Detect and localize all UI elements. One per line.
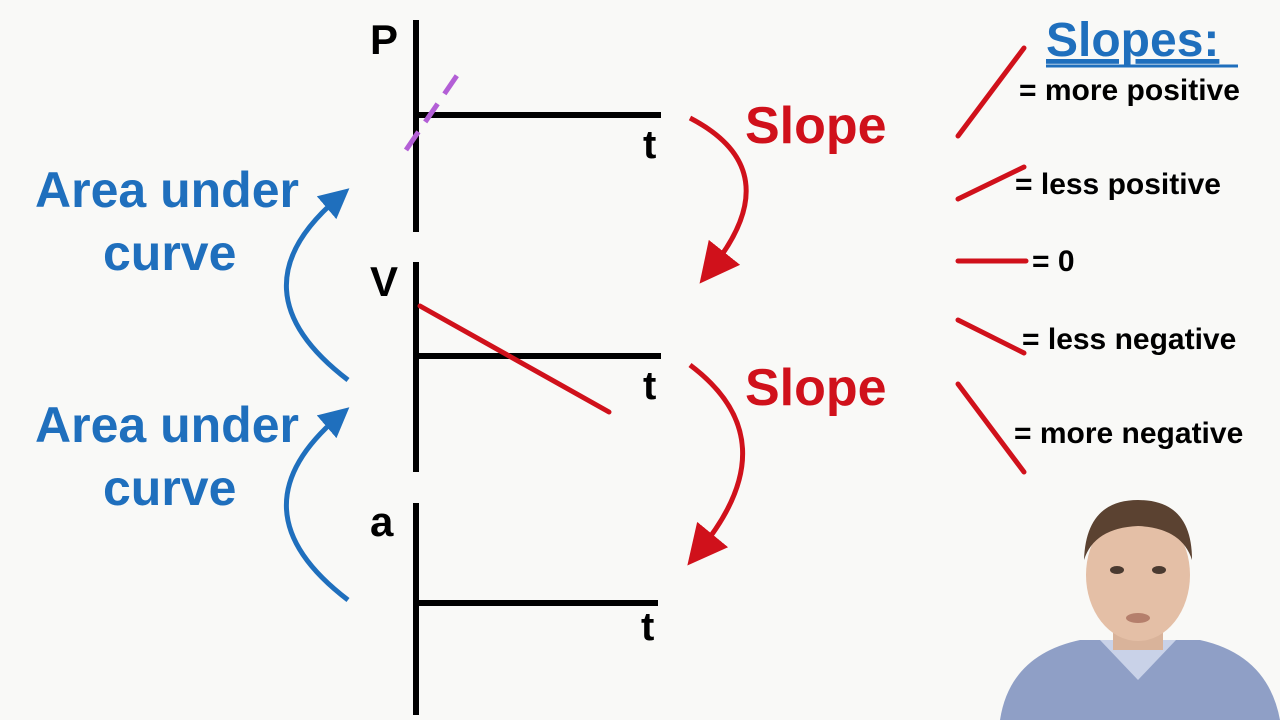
tangent-line <box>403 72 461 152</box>
legend-item: = more positive <box>955 45 1240 139</box>
velocity-y-label: V <box>370 258 398 305</box>
acceleration-x-label: t <box>641 605 654 649</box>
velocity-line <box>417 303 612 415</box>
area-arrow-acceleration-to-velocity: Area under curve <box>35 397 350 602</box>
acceleration-graph: a t <box>370 498 658 715</box>
area-label-line2: curve <box>103 460 236 516</box>
position-graph: P t <box>370 16 661 232</box>
legend-item: = more negative <box>955 381 1243 475</box>
velocity-x-label: t <box>643 364 656 408</box>
steep-up-slope-icon <box>955 45 1027 139</box>
position-y-label: P <box>370 16 398 63</box>
presenter-face <box>1086 509 1190 641</box>
presenter-eye <box>1110 566 1124 574</box>
blue-curved-arrow-icon <box>284 407 350 602</box>
legend-item-label: = more positive <box>1019 74 1240 107</box>
presenter-mouth <box>1126 613 1150 623</box>
slope-label: Slope <box>745 359 887 417</box>
area-label-line1: Area under <box>35 162 299 218</box>
legend-item: = 0 <box>955 245 1075 278</box>
presenter-shirt <box>1000 640 1280 720</box>
steep-down-slope-icon <box>955 381 1027 475</box>
slope-label: Slope <box>745 97 887 155</box>
velocity-graph: V t <box>370 258 661 472</box>
presenter-hair <box>1084 500 1192 560</box>
area-arrow-velocity-to-position: Area under curve <box>35 162 350 382</box>
legend-item-label: = less negative <box>1022 323 1236 356</box>
slope-arrow-velocity-to-acceleration: Slope <box>687 359 887 566</box>
presenter-eye <box>1152 566 1166 574</box>
presenter-video <box>1000 500 1280 720</box>
shallow-up-slope-icon <box>955 164 1027 202</box>
legend-item-label: = more negative <box>1014 417 1243 450</box>
slopes-legend: Slopes: = more positive = less positive … <box>955 14 1243 475</box>
area-label-line1: Area under <box>35 397 299 453</box>
red-curved-arrow-icon <box>687 363 745 566</box>
blue-curved-arrow-icon <box>284 188 350 382</box>
legend-item-label: = less positive <box>1015 168 1221 201</box>
red-curved-arrow-icon <box>688 115 749 284</box>
legend-title: Slopes: <box>1046 14 1219 67</box>
area-label-line2: curve <box>103 225 236 281</box>
slope-arrow-position-to-velocity: Slope <box>688 97 887 284</box>
legend-item: = less negative <box>955 317 1236 356</box>
legend-item-label: = 0 <box>1032 245 1075 278</box>
shallow-down-slope-icon <box>955 317 1027 356</box>
position-x-label: t <box>643 123 656 167</box>
legend-item: = less positive <box>955 164 1221 202</box>
acceleration-y-label: a <box>370 498 394 545</box>
